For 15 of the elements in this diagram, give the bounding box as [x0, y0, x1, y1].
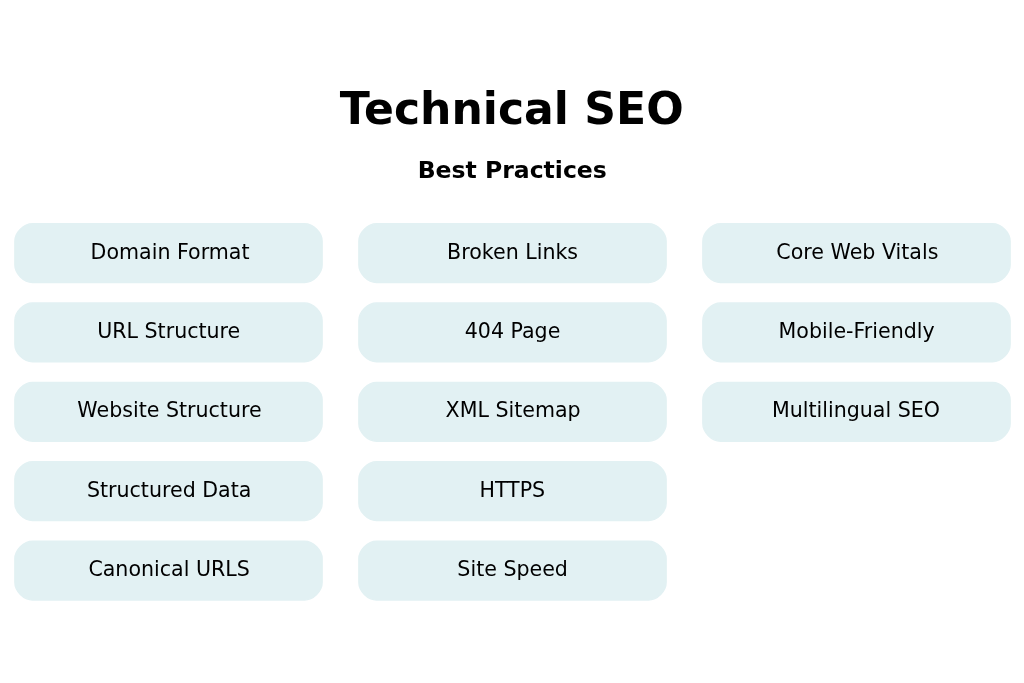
diagram-title: Technical SEO: [339, 82, 684, 134]
node-box: Structured Data: [13, 460, 323, 521]
node-box: Mobile-Friendly: [701, 301, 1011, 363]
node-box: 404 Page: [357, 301, 667, 363]
label: Best Practices: [417, 155, 607, 184]
node-box: XML Sitemap: [357, 381, 667, 442]
node-box: Site Speed: [357, 539, 667, 601]
node-box: Core Web Vitals: [701, 222, 1011, 283]
node-box: Canonical URLS: [13, 539, 323, 601]
node-box: Broken Links: [357, 222, 667, 283]
node-box: Website Structure: [13, 381, 323, 442]
node-box: Domain Format: [13, 222, 323, 283]
node-box: Multilingual SEO: [701, 381, 1011, 442]
node-box: URL Structure: [13, 301, 323, 363]
node-box: HTTPS: [357, 460, 667, 521]
